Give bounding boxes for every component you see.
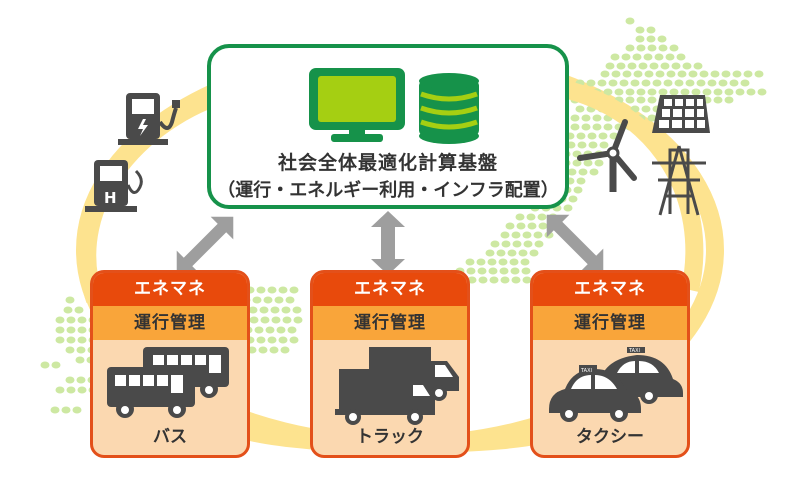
monitor-icon [309,68,405,142]
optimization-platform-box: 社会全体最適化計算基盤 （運行・エネルギー利用・インフラ配置） [207,44,569,209]
card-header: エネマネ [533,273,687,306]
card-subheader: 運行管理 [533,306,687,340]
card-subheader: 運行管理 [93,306,247,340]
vehicle-label: タクシー [576,427,644,447]
ev-charger-icon [118,93,180,145]
taxi-sign-text: TAXI [628,348,640,354]
power-tower-icon [652,145,706,216]
card-taxi: エネマネ 運行管理 TAXI TAXI タクシー [530,270,690,458]
platform-subtitle: （運行・エネルギー利用・インフラ配置） [217,180,559,201]
card-subheader: 運行管理 [313,306,467,340]
database-icon [419,73,479,144]
vehicle-label: バス [153,427,187,447]
taxi-icon: TAXI TAXI [549,347,683,422]
card-header: エネマネ [313,273,467,306]
taxi-sign-text: TAXI [580,368,592,374]
arrow-center-bidirectional [371,211,405,275]
bus-icon [107,347,229,418]
vehicle-label: トラック [356,427,424,447]
hydrogen-station-icon [85,160,143,212]
hydrogen-letter: H [104,189,117,207]
card-truck: エネマネ 運行管理 トラック [310,270,470,458]
card-header: エネマネ [93,273,247,306]
platform-title: 社会全体最適化計算基盤 [277,152,498,174]
truck-icon [335,347,459,425]
solar-panel-icon [652,95,710,133]
arrow-right-bidirectional [546,214,604,272]
card-bus: エネマネ 運行管理 バス [90,270,250,458]
wind-turbine-icon [577,119,637,192]
